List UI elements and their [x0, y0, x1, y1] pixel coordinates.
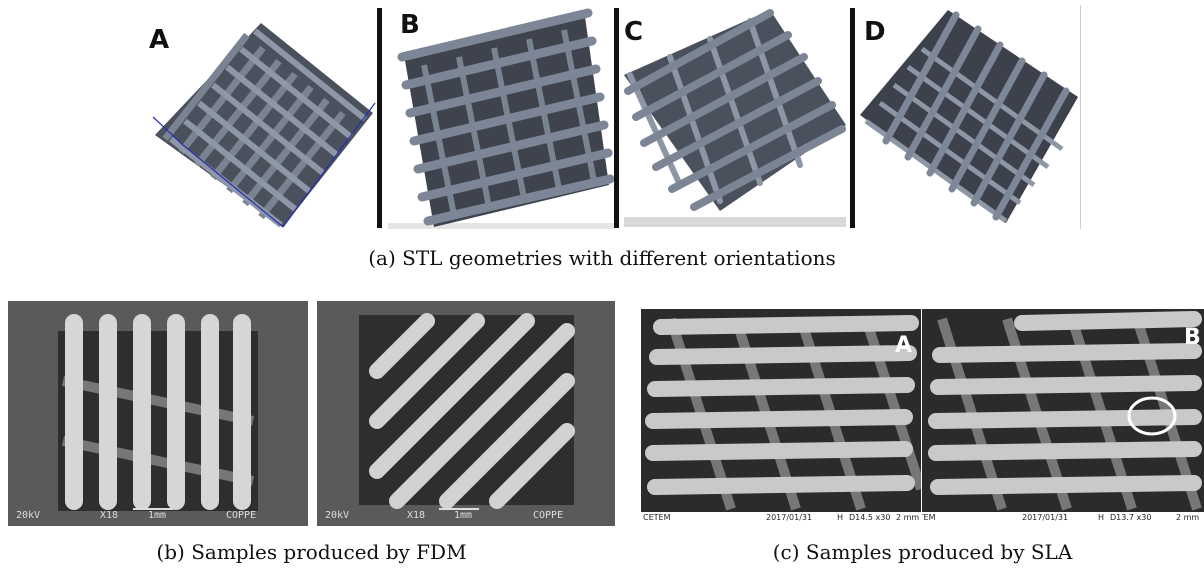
- caption-a: (a) STL geometries with different orient…: [368, 246, 836, 270]
- caption-c: (c) Samples produced by SLA: [772, 540, 1073, 564]
- sla-info-bar: [922, 512, 1204, 523]
- divider: [850, 8, 855, 228]
- sla-info: D13.7 x30: [1110, 513, 1152, 522]
- sem-mag: X18: [100, 510, 119, 521]
- sla-lab: CETEM: [643, 513, 671, 522]
- stl-render-c: [624, 9, 846, 227]
- sem-mag: X18: [407, 510, 426, 521]
- sla-scale: 2 mm: [896, 513, 920, 522]
- stl-render-a: [152, 23, 376, 228]
- sem-lab: COPPE: [533, 510, 564, 521]
- panel-label-b: B: [400, 10, 420, 40]
- sla-label-a: A: [895, 333, 913, 358]
- sla-sem-image-a: A CETEM 2017/01/31 H D14.5 x30 2 mm: [641, 309, 921, 523]
- sla-label-b: B: [1184, 325, 1201, 350]
- sla-scale: 2 mm: [1176, 513, 1200, 522]
- panel-label-c: C: [624, 17, 644, 47]
- sla-info-bar: [641, 512, 921, 523]
- divider: [377, 8, 382, 228]
- sla-mode: H: [837, 513, 844, 522]
- sla-lab: CETEM: [922, 513, 936, 522]
- stl-panel-a: A: [143, 5, 377, 229]
- sla-date: 2017/01/31: [1022, 513, 1069, 522]
- sla-struts-b: [922, 309, 1204, 512]
- stl-panel-d: D: [856, 5, 1081, 229]
- sla-sem-image-b: B CETEM 2017/01/31 H D13.7 x30 2 mm: [922, 309, 1204, 523]
- sem-scale: 1mm: [148, 510, 167, 521]
- stl-render-b: [388, 8, 614, 229]
- caption-b: (b) Samples produced by FDM: [156, 540, 467, 564]
- panel-label-d: D: [864, 17, 886, 47]
- fdm-struts-diagonal: [359, 313, 575, 509]
- sem-kv: 20kV: [325, 510, 350, 521]
- fdm-sem-image-1: 20kV X18 1mm COPPE: [8, 301, 308, 526]
- highlight-circle: [1127, 396, 1177, 436]
- sem-lab: COPPE: [226, 510, 257, 521]
- fdm-struts-vertical: [58, 314, 258, 511]
- sem-kv: 20kV: [16, 510, 41, 521]
- panel-label-a: A: [149, 25, 170, 55]
- stl-panel-c: C: [620, 5, 850, 229]
- sla-info: D14.5 x30: [849, 513, 891, 522]
- stl-panel-b: B: [384, 5, 614, 229]
- sla-mode: H: [1098, 513, 1105, 522]
- sem-scale: 1mm: [454, 510, 473, 521]
- fdm-sem-image-2: 20kV X18 1mm COPPE: [317, 301, 615, 526]
- scale-bar: [439, 508, 479, 510]
- divider: [614, 8, 619, 228]
- stl-render-d: [860, 10, 1078, 224]
- scale-bar: [133, 508, 173, 510]
- sla-struts-a: [641, 309, 921, 512]
- sla-date: 2017/01/31: [766, 513, 813, 522]
